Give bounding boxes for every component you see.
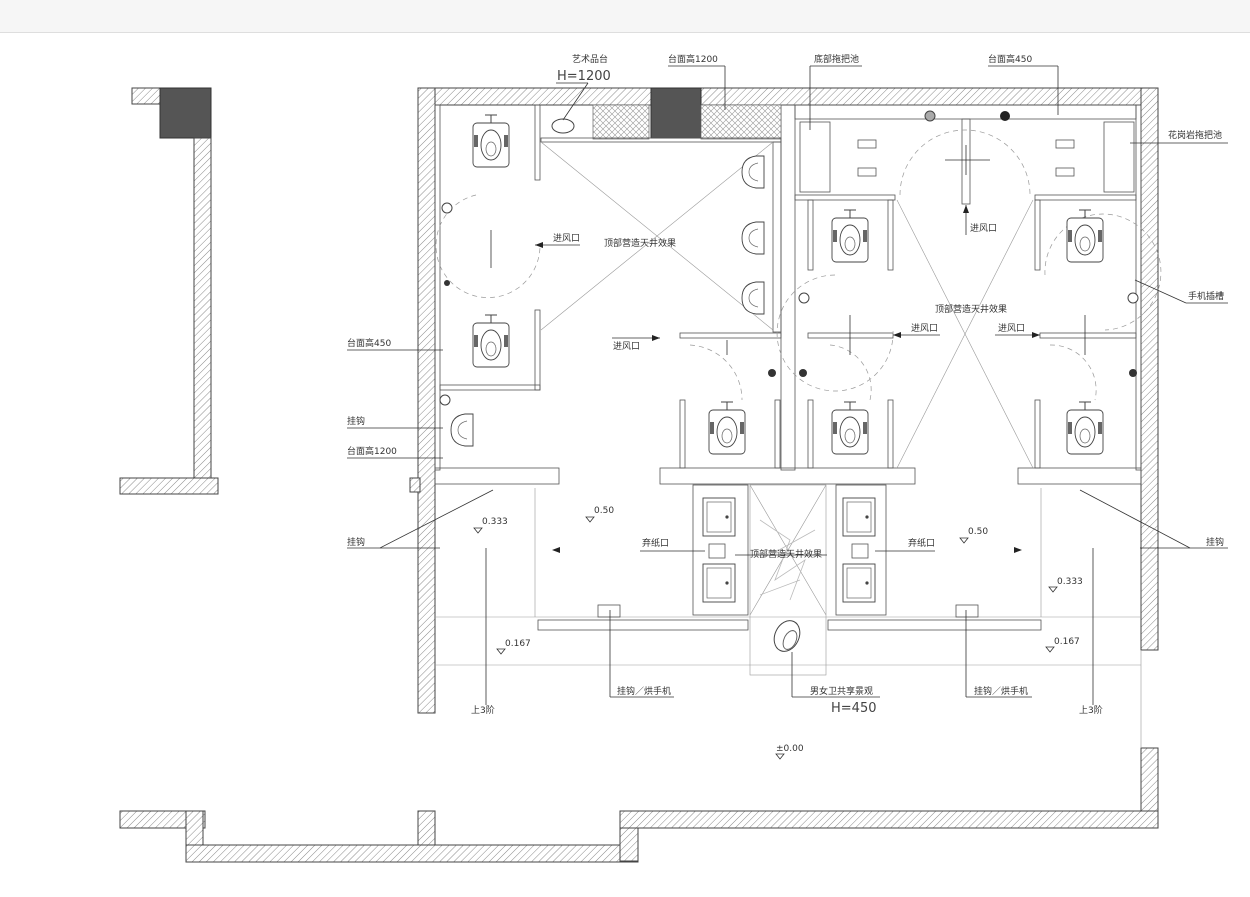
- ceiling-and-doors: [435, 129, 1162, 748]
- label-hook-dryer-right: 挂钩／烘手机: [974, 685, 1028, 697]
- annotation-labels: 艺术品台 H=1200 台面高1200 底部拖把池 台面高450 花岗岩拖把池 …: [347, 53, 1224, 754]
- label-counter-height-1200-left: 台面高1200: [347, 445, 397, 457]
- viewer-top-bar: [0, 0, 1250, 33]
- label-art-counter: 艺术品台: [572, 53, 608, 65]
- label-ceiling-effect-right: 顶部营造天井效果: [935, 303, 1007, 315]
- label-level-0333-right: 0.333: [1057, 577, 1083, 587]
- label-vent-2: 进风口: [613, 341, 640, 352]
- label-hook-right: 挂钩: [1206, 536, 1224, 548]
- label-level-0167-right: 0.167: [1054, 637, 1080, 647]
- leader-lines: [347, 65, 1228, 705]
- misc-fixture-icons: [439, 118, 1139, 652]
- left-wall-detail: [119, 87, 219, 495]
- label-shared-landscape: 男女卫共享景观: [810, 685, 873, 697]
- label-level-zero: ±0.00: [776, 744, 804, 754]
- inner-partitions: [434, 104, 1142, 676]
- label-counter-height-450-left: 台面高450: [347, 337, 391, 349]
- label-hook-dryer-left: 挂钩／烘手机: [617, 685, 671, 697]
- label-paper-outlet-right: 弃纸口: [908, 537, 935, 549]
- label-level-050-left: 0.50: [594, 506, 614, 516]
- label-vent-4: 进风口: [911, 323, 938, 334]
- label-level-050-right: 0.50: [968, 527, 988, 537]
- label-hook-left: 挂钩: [347, 415, 365, 427]
- label-steps-left: 上3阶: [471, 704, 495, 716]
- label-level-0167-left: 0.167: [505, 639, 531, 649]
- label-art-counter-height: H=1200: [557, 69, 611, 84]
- label-floor-mop-pool: 底部拖把池: [814, 53, 859, 65]
- label-counter-height-450-top: 台面高450: [988, 53, 1032, 65]
- label-phone-slot: 手机插槽: [1188, 290, 1224, 302]
- label-hook-left-lower: 挂钩: [347, 536, 365, 548]
- label-ceiling-effect-center: 顶部营造天井效果: [750, 548, 822, 560]
- label-ceiling-effect-left: 顶部营造天井效果: [604, 237, 676, 249]
- urinal-icons: [450, 155, 765, 447]
- label-vent-3: 进风口: [970, 223, 997, 234]
- squat-toilet-icons: [472, 114, 1104, 455]
- label-vent-5: 进风口: [998, 323, 1025, 334]
- label-level-0333-left: 0.333: [482, 517, 508, 527]
- label-paper-outlet-left: 弃纸口: [642, 537, 669, 549]
- outer-walls: [119, 87, 1159, 863]
- level-marker-icons: [473, 516, 1058, 760]
- vent-arrows: [490, 145, 1086, 553]
- mop-pool-icons: [799, 110, 1135, 193]
- label-shared-landscape-height: H=450: [831, 701, 876, 716]
- label-steps-right: 上3阶: [1079, 704, 1103, 716]
- label-counter-height-1200-top: 台面高1200: [668, 53, 718, 65]
- label-vent-1: 进风口: [553, 233, 580, 244]
- label-pattern-mop-pool: 花岗岩拖把池: [1168, 129, 1222, 141]
